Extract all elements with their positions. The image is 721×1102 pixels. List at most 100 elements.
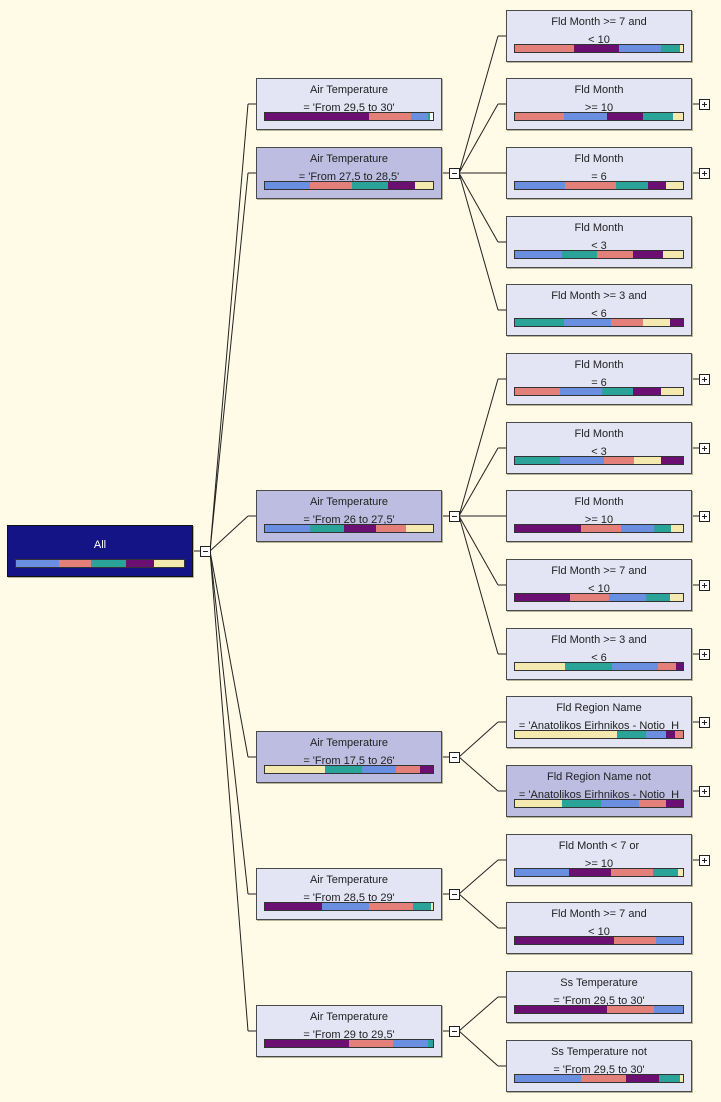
bar-segment-teal xyxy=(646,594,670,601)
node-leaf-5-1[interactable]: Ss Temperature not = 'From 29,5 to 30' xyxy=(506,1040,692,1092)
bar-segment-blue xyxy=(392,1040,428,1047)
node-leaf-1-1[interactable]: Fld Month>= 10 xyxy=(506,78,692,130)
bar-segment-purple xyxy=(515,594,571,601)
node-label-line1: Ss Temperature not xyxy=(551,1046,647,1058)
collapse-icon[interactable] xyxy=(449,1026,460,1037)
node-root[interactable]: All xyxy=(7,525,193,577)
bar-segment-purple xyxy=(632,251,663,258)
expand-icon[interactable] xyxy=(699,649,710,660)
bar-segment-teal xyxy=(515,457,561,464)
bar-segment-salmon xyxy=(639,800,667,807)
collapse-icon[interactable] xyxy=(449,752,460,763)
tree-edge xyxy=(458,859,499,895)
bar-segment-purple xyxy=(666,731,675,738)
expand-icon[interactable] xyxy=(699,443,710,454)
collapse-icon[interactable] xyxy=(200,546,211,557)
bar-segment-purple xyxy=(647,182,667,189)
bar-segment-purple xyxy=(515,937,615,944)
bar-segment-purple xyxy=(515,1006,608,1013)
distribution-bar xyxy=(514,456,684,465)
expand-icon[interactable] xyxy=(699,717,710,728)
bar-segment-teal xyxy=(659,1075,680,1082)
bar-segment-salmon xyxy=(610,319,643,326)
tree-edge xyxy=(458,515,499,586)
node-label-line2: = 'From 29 to 29,5' xyxy=(303,1029,395,1041)
bar-segment-cream xyxy=(677,869,683,876)
node-label-line1: Air Temperature xyxy=(309,496,389,508)
collapse-icon[interactable] xyxy=(449,511,460,522)
distribution-bar xyxy=(514,387,684,396)
node-label-line1: Fld Month >= 7 and xyxy=(551,908,647,920)
expand-icon[interactable] xyxy=(699,580,710,591)
expand-icon[interactable] xyxy=(699,786,710,797)
distribution-bar xyxy=(264,181,434,190)
node-label-line2: = 'From 29,5 to 30' xyxy=(553,1064,645,1076)
node-leaf-2-1[interactable]: Fld Month< 3 xyxy=(506,422,692,474)
node-branch-0[interactable]: Air Temperature= 'From 29,5 to 30' xyxy=(256,78,442,130)
bar-segment-blue xyxy=(619,45,662,52)
node-leaf-2-3[interactable]: Fld Month >= 7 and< 10 xyxy=(506,559,692,611)
node-label-line2: < 3 xyxy=(591,240,607,252)
bar-segment-teal xyxy=(310,525,344,532)
node-leaf-4-0[interactable]: Fld Month < 7 or>= 10 xyxy=(506,834,692,886)
bar-segment-blue xyxy=(515,1075,581,1082)
node-branch-5[interactable]: Air Temperature= 'From 29 to 29,5' xyxy=(256,1005,442,1057)
bar-segment-salmon xyxy=(610,869,653,876)
node-leaf-3-0[interactable]: Fld Region Name= 'Anatolikos Eirhnikos -… xyxy=(506,696,692,748)
node-label-line1: Fld Region Name xyxy=(556,702,642,714)
bar-segment-salmon xyxy=(515,45,574,52)
distribution-bar xyxy=(514,1074,684,1083)
bar-segment-blue xyxy=(16,560,59,567)
bar-segment-blue xyxy=(654,1006,683,1013)
bar-segment-teal xyxy=(661,45,680,52)
node-branch-3[interactable]: Air Temperature= 'From 17,5 to 26' xyxy=(256,731,442,783)
bar-segment-cream xyxy=(672,113,683,120)
distribution-bar xyxy=(514,524,684,533)
bar-segment-teal xyxy=(515,319,564,326)
bar-segment-cream xyxy=(154,560,184,567)
bar-segment-salmon xyxy=(570,594,610,601)
bar-segment-salmon xyxy=(375,525,407,532)
distribution-bar xyxy=(514,44,684,53)
collapse-icon[interactable] xyxy=(449,889,460,900)
node-label-line1: Fld Month xyxy=(574,84,624,96)
node-leaf-2-0[interactable]: Fld Month= 6 xyxy=(506,353,692,405)
node-label-line1: Fld Region Name not xyxy=(547,771,651,783)
bar-segment-cream xyxy=(642,319,670,326)
distribution-bar xyxy=(514,112,684,121)
expand-icon[interactable] xyxy=(699,511,710,522)
node-branch-2[interactable]: Air Temperature= 'From 26 to 27,5' xyxy=(256,490,442,542)
bar-segment-salmon xyxy=(396,766,420,773)
expand-icon[interactable] xyxy=(699,374,710,385)
bar-segment-salmon xyxy=(614,937,657,944)
bar-segment-cream xyxy=(515,800,563,807)
node-leaf-3-1[interactable]: Fld Region Name not= 'Anatolikos Eirhnik… xyxy=(506,765,692,817)
bar-segment-blue xyxy=(563,113,608,120)
bar-segment-cream xyxy=(661,388,683,395)
node-branch-4[interactable]: Air Temperature= 'From 28,5 to 29' xyxy=(256,868,442,920)
node-leaf-5-0[interactable]: Ss Temperature= 'From 29,5 to 30' xyxy=(506,971,692,1023)
node-leaf-2-2[interactable]: Fld Month>= 10 xyxy=(506,490,692,542)
bar-segment-blue xyxy=(560,457,605,464)
expand-icon[interactable] xyxy=(699,99,710,110)
node-leaf-1-4[interactable]: Fld Month >= 3 and< 6 xyxy=(506,284,692,336)
expand-icon[interactable] xyxy=(699,855,710,866)
tree-edge xyxy=(209,172,249,552)
node-leaf-1-0[interactable]: Fld Month >= 7 and< 10 xyxy=(506,10,692,62)
bar-segment-salmon xyxy=(349,1040,393,1047)
bar-segment-teal xyxy=(654,525,672,532)
bar-segment-cream xyxy=(515,663,566,670)
bar-segment-blue xyxy=(362,766,397,773)
node-leaf-1-3[interactable]: Fld Month< 3 xyxy=(506,216,692,268)
collapse-icon[interactable] xyxy=(449,168,460,179)
expand-icon[interactable] xyxy=(699,168,710,179)
node-leaf-2-4[interactable]: Fld Month >= 3 and< 6 xyxy=(506,628,692,680)
tree-edge xyxy=(458,996,499,1032)
node-leaf-1-2[interactable]: Fld Month= 6 xyxy=(506,147,692,199)
node-leaf-4-1[interactable]: Fld Month >= 7 and< 10 xyxy=(506,902,692,954)
bar-segment-purple xyxy=(666,800,683,807)
node-branch-1[interactable]: Air Temperature= 'From 27,5 to 28,5' xyxy=(256,147,442,199)
tree-edge xyxy=(458,172,499,311)
